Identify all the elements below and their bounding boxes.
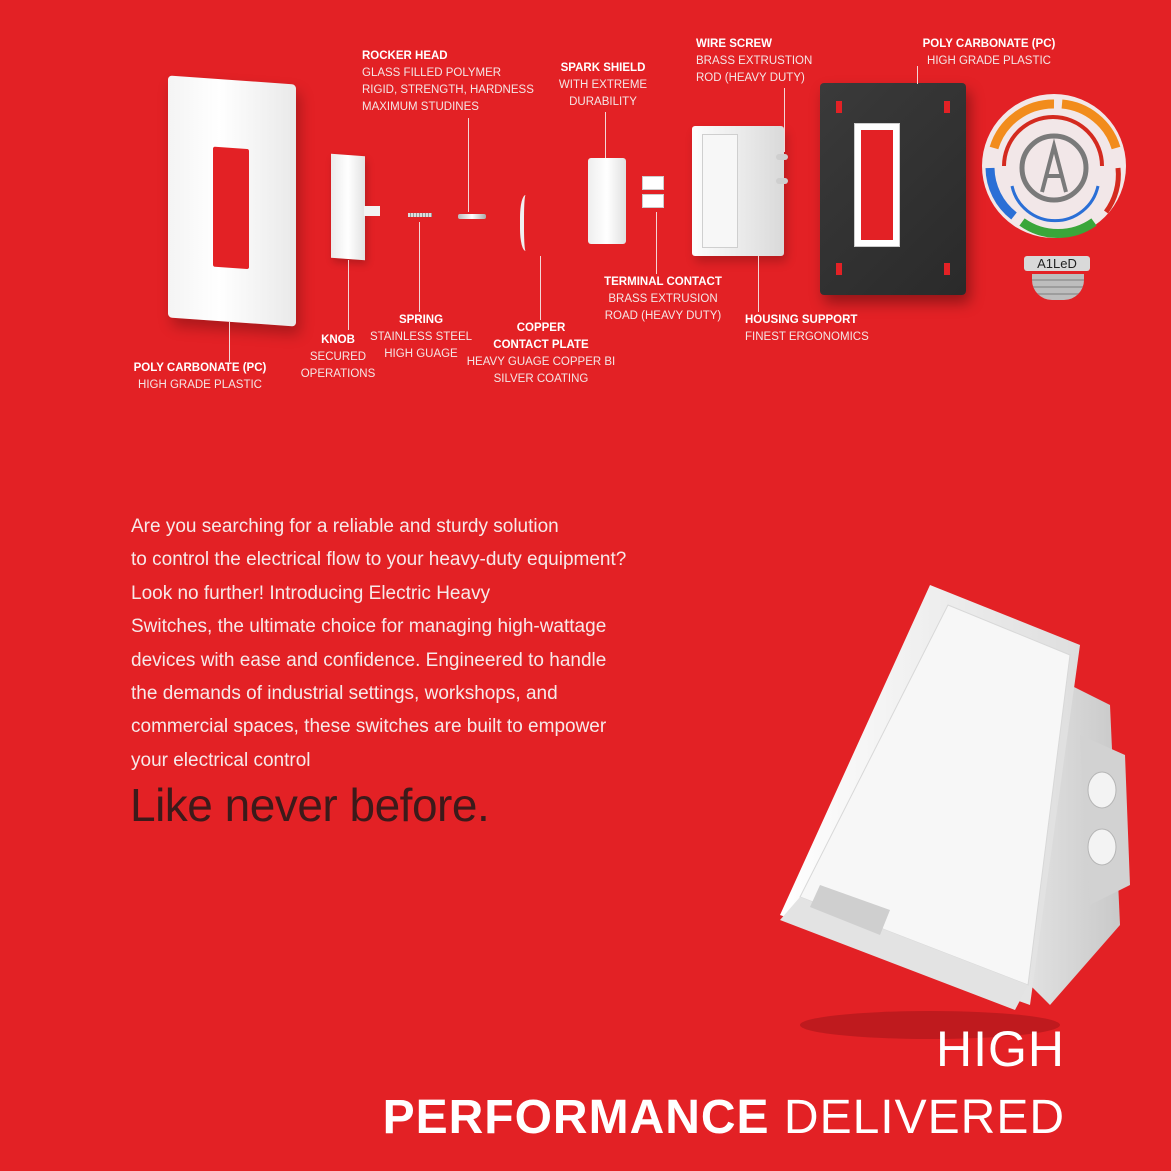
label-spark-shield: SPARK SHIELD WITH EXTREME DURABILITY xyxy=(558,62,648,108)
label-poly-carbonate-right: POLY CARBONATE (PC) HIGH GRADE PLASTIC xyxy=(922,38,1056,67)
spark-shield-part xyxy=(588,158,626,244)
logo-bulb-icon xyxy=(982,94,1126,239)
description-line: Look no further! Introducing Electric He… xyxy=(131,582,491,604)
leader-line xyxy=(758,256,759,312)
headline-performance: PERFORMANCE xyxy=(382,1091,770,1144)
label-copper-contact-plate: COPPER CONTACT PLATE HEAVY GUAGE COPPER … xyxy=(466,322,616,385)
description-paragraph: Are you searching for a reliable and stu… xyxy=(131,510,771,777)
label-knob: KNOB SECURED OPERATIONS xyxy=(300,334,376,380)
label-housing-support: HOUSING SUPPORT FINEST ERGONOMICS xyxy=(745,314,869,343)
a1led-logo: A1LeD xyxy=(974,88,1142,308)
label-rocker-head: ROCKER HEAD GLASS FILLED POLYMER RIGID, … xyxy=(362,50,534,113)
terminal-contact-part xyxy=(642,176,664,190)
spring-part xyxy=(408,213,432,217)
bulb-base-icon xyxy=(1032,274,1084,300)
tagline: Like never before. xyxy=(130,779,490,831)
description-line: your electrical control xyxy=(131,749,311,771)
poly-carbonate-back-plate xyxy=(820,83,966,295)
leader-line xyxy=(468,118,469,212)
copper-contact-plate-part xyxy=(520,195,534,251)
rocker-head-part xyxy=(458,214,486,219)
leader-line xyxy=(656,212,657,274)
logo-text: A1LeD xyxy=(1024,256,1090,271)
label-wire-screw: WIRE SCREW BRASS EXTRUSTION ROD (HEAVY D… xyxy=(696,38,813,84)
label-terminal-contact: TERMINAL CONTACT BRASS EXTRUSION ROAD (H… xyxy=(604,276,722,322)
headline-performance-delivered: PERFORMANCE DELIVERED xyxy=(383,1090,1065,1145)
knob-part xyxy=(331,153,365,261)
description-line: the demands of industrial settings, work… xyxy=(131,683,558,705)
poly-carbonate-front-plate xyxy=(168,75,296,327)
terminal-contact-part xyxy=(642,194,664,208)
description-line: commercial spaces, these switches are bu… xyxy=(131,716,607,738)
description-line: Switches, the ultimate choice for managi… xyxy=(131,616,607,638)
switch-product-image xyxy=(780,585,1130,1039)
leader-line xyxy=(784,88,785,152)
knob-pin xyxy=(364,206,380,216)
leader-line xyxy=(605,112,606,158)
label-spring: SPRING STAINLESS STEEL HIGH GUAGE xyxy=(369,314,473,360)
leader-line xyxy=(348,260,349,330)
leader-line xyxy=(419,222,420,312)
description-line: to control the electrical flow to your h… xyxy=(131,549,627,571)
description-line: Are you searching for a reliable and stu… xyxy=(131,516,559,537)
wire-screw-part xyxy=(776,178,788,184)
housing-support-part xyxy=(692,126,784,256)
leader-line xyxy=(540,256,541,320)
headline-delivered: DELIVERED xyxy=(769,1091,1065,1144)
headline-high: HIGH xyxy=(936,1021,1065,1077)
wire-screw-part xyxy=(776,154,788,160)
description-line: devices with ease and confidence. Engine… xyxy=(131,649,607,671)
label-poly-carbonate-left: POLY CARBONATE (PC) HIGH GRADE PLASTIC xyxy=(133,362,267,391)
leader-line xyxy=(917,66,918,84)
leader-line xyxy=(229,322,230,362)
